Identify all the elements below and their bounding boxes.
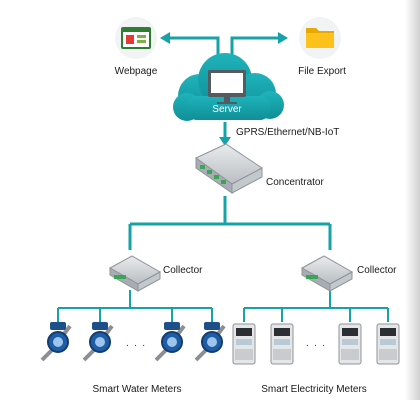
concentrator-device (195, 143, 263, 194)
network-link-label: GPRS/Ethernet/NB-IoT (236, 127, 340, 138)
right-edge-shadow (405, 0, 420, 400)
left-collector-device (108, 255, 162, 292)
water-meter-icon (194, 322, 226, 362)
left-collector-to-water-meters-connector (57, 290, 213, 322)
concentrator-to-collectors-connector (128, 196, 332, 250)
right-collector-terminal (306, 275, 318, 279)
electricity-meter-icon (232, 323, 256, 365)
electricity-meter-icon (270, 323, 294, 365)
connector-arrowheads (160, 32, 288, 146)
electricity-meter-icon (338, 323, 362, 365)
electricity-meters-group (232, 323, 400, 365)
server-node (173, 53, 284, 121)
water-meters-group (40, 322, 226, 362)
browser-window-icon (121, 27, 151, 49)
left-collector-terminal (114, 275, 126, 279)
concentrator-terminal-block (200, 165, 226, 184)
folder-icon (306, 28, 334, 48)
webpage-arrowhead (160, 32, 170, 44)
left-collector-label: Collector (163, 265, 203, 276)
file-export-label: File Export (298, 66, 346, 77)
water-meters-ellipsis: · · · (125, 340, 147, 351)
water-meters-label: Smart Water Meters (92, 384, 182, 395)
electricity-meters-label: Smart Electricity Meters (261, 384, 367, 395)
file-export-node (299, 17, 341, 59)
water-meter-icon (82, 322, 114, 362)
right-collector-label: Collector (357, 265, 397, 276)
electricity-meters-ellipsis: · · · (305, 340, 327, 351)
webpage-node (115, 17, 157, 59)
right-collector-to-electricity-meters-connector (243, 290, 389, 322)
water-meter-icon (40, 322, 72, 362)
server-label: Server (212, 104, 242, 115)
right-collector-device (300, 255, 354, 292)
electricity-meter-icon (376, 323, 400, 365)
concentrator-arrowhead (219, 137, 231, 146)
file-export-arrowhead (278, 32, 288, 44)
water-meter-icon (154, 322, 186, 362)
concentrator-label: Concentrator (266, 177, 324, 188)
monitor-icon (208, 70, 246, 104)
webpage-label: Webpage (114, 66, 158, 77)
